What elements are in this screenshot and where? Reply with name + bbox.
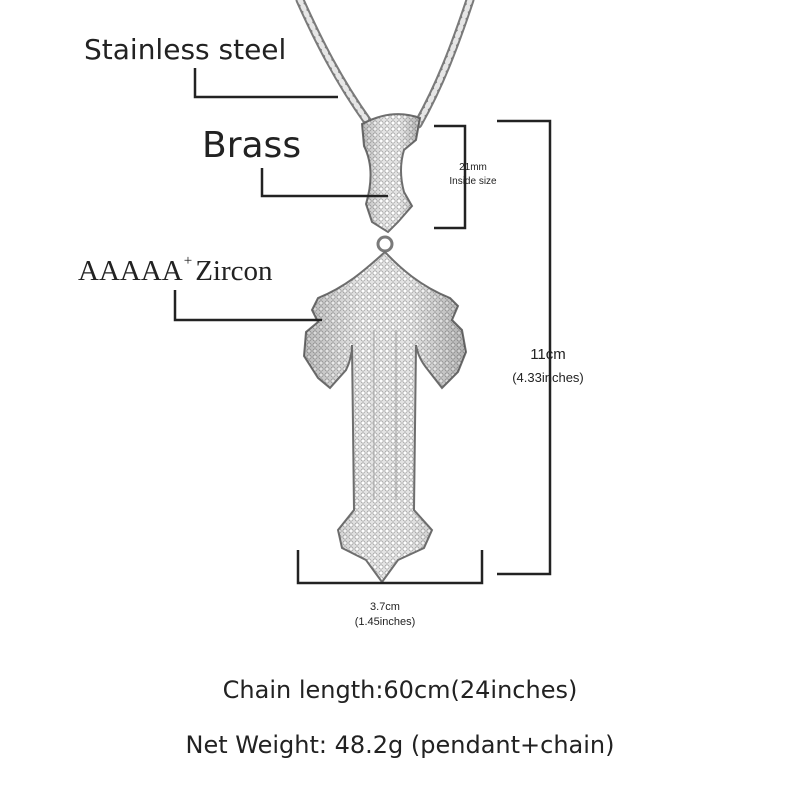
width-cm: 3.7cm	[370, 601, 400, 613]
height-bracket	[497, 119, 552, 576]
bail	[360, 113, 422, 253]
callout-lines	[173, 68, 552, 585]
height-annotation: 11cm (4.33inches)	[498, 346, 598, 385]
rope-chain	[295, 0, 475, 129]
stone-grade: AAAAA	[78, 255, 183, 287]
height-inches: (4.33inches)	[512, 370, 584, 385]
bail-size-caption: Inside size	[449, 175, 497, 187]
jump-ring	[376, 235, 394, 253]
chain-material-label: Stainless steel	[84, 33, 287, 66]
stone-label: AAAAA+Zircon	[78, 254, 273, 287]
bail-size-value: 21mm	[459, 162, 487, 173]
bail-size-bracket	[434, 124, 467, 230]
width-inches: (1.45inches)	[354, 616, 416, 629]
bail-material-label: Brass	[202, 125, 302, 166]
brass-callout-line	[260, 168, 388, 198]
bail-size-annotation: 21mm Inside size	[440, 161, 506, 188]
steel-callout-line	[193, 68, 338, 99]
width-bracket	[296, 550, 484, 585]
width-annotation: 3.7cm (1.45inches)	[340, 600, 430, 631]
dagger-pendant	[302, 250, 468, 584]
zircon-callout-line	[173, 290, 322, 322]
net-weight-spec: Net Weight: 48.2g (pendant+chain)	[185, 731, 615, 759]
stone-grade-plus: +	[183, 253, 193, 270]
chain-length-spec: Chain length:60cm(24inches)	[222, 676, 578, 704]
stone-type: Zircon	[195, 255, 273, 287]
height-cm: 11cm	[530, 346, 566, 363]
